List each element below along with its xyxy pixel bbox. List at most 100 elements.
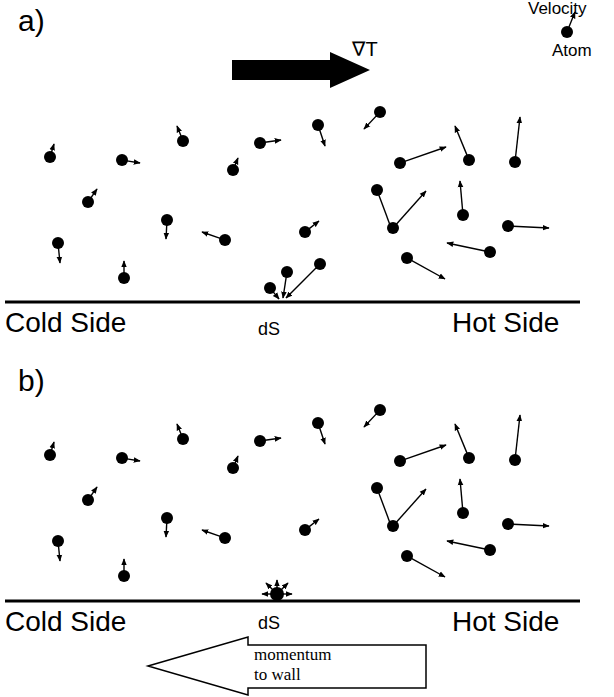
atom	[502, 518, 514, 530]
atom	[401, 252, 413, 264]
atom	[509, 454, 521, 466]
atom	[394, 157, 406, 169]
atom	[299, 524, 311, 536]
velocity-arrow	[265, 140, 281, 142]
area-label: dS	[258, 320, 280, 340]
atom	[312, 119, 324, 131]
atom	[401, 550, 413, 562]
velocity-arrow	[405, 147, 446, 161]
atom	[254, 435, 266, 447]
velocity-arrow	[91, 487, 97, 496]
velocity-arrow	[364, 414, 377, 427]
atom	[387, 520, 399, 532]
velocity-arrow	[123, 261, 124, 273]
atom	[161, 512, 173, 524]
velocity-arrow	[309, 519, 319, 527]
atom	[118, 272, 130, 284]
atom	[44, 449, 56, 461]
momentum-arrow	[148, 637, 426, 695]
atom	[44, 151, 56, 163]
velocity-arrow	[460, 181, 463, 210]
arrow-label: momentum	[254, 646, 331, 665]
atom	[177, 135, 189, 147]
velocity-arrow	[91, 189, 97, 198]
velocity-arrow	[405, 445, 446, 459]
velocity-arrow	[411, 260, 445, 279]
atom	[281, 266, 293, 278]
velocity-arrow	[177, 424, 181, 434]
atom	[394, 455, 406, 467]
velocity-arrow	[58, 546, 60, 561]
velocity-arrow	[165, 523, 167, 537]
atom	[270, 587, 284, 601]
atom	[484, 246, 496, 258]
velocity-arrow	[51, 442, 54, 450]
velocity-arrow	[513, 226, 549, 228]
velocity-arrow	[455, 126, 467, 155]
atom	[371, 482, 383, 494]
velocity-arrow	[283, 277, 286, 298]
velocity-arrow	[460, 479, 463, 508]
atom	[219, 532, 231, 544]
velocity-arrow	[320, 428, 325, 444]
atom	[82, 494, 94, 506]
velocity-arrow	[265, 438, 281, 440]
velocity-arrow	[411, 558, 445, 577]
velocity-arrow	[455, 424, 467, 453]
wall	[5, 600, 580, 603]
side-label: Cold Side	[5, 607, 126, 638]
atom	[264, 282, 276, 294]
atom	[219, 234, 231, 246]
velocity-arrow	[123, 559, 124, 571]
legend-label: Velocity	[528, 0, 587, 19]
atom	[52, 237, 64, 249]
velocity-arrow	[235, 158, 238, 165]
velocity-arrow	[202, 232, 220, 238]
legend-label: Atom	[552, 42, 592, 61]
atom	[463, 452, 475, 464]
side-label: Hot Side	[452, 607, 559, 638]
atom	[116, 452, 128, 464]
velocity-arrow	[513, 524, 549, 526]
velocity-arrow	[516, 117, 520, 157]
velocity-arrow	[516, 415, 520, 455]
velocity-arrow	[396, 191, 426, 224]
atom	[314, 258, 326, 270]
velocity-arrow	[273, 292, 279, 299]
atom	[161, 214, 173, 226]
velocity-arrow	[58, 248, 60, 263]
atom	[374, 106, 386, 118]
velocity-arrow	[177, 126, 181, 136]
velocity-arrow	[165, 225, 167, 239]
atom	[457, 209, 469, 221]
atom	[227, 164, 239, 176]
arrow-label: to wall	[254, 666, 301, 685]
atom	[457, 507, 469, 519]
velocity-arrow	[320, 130, 325, 146]
atom	[509, 156, 521, 168]
velocity-arrow	[447, 541, 485, 549]
atom	[374, 404, 386, 416]
velocity-arrow	[127, 459, 140, 461]
wall	[5, 301, 580, 304]
panel-label: b)	[18, 364, 45, 397]
area-label: dS	[258, 614, 280, 634]
atom	[116, 154, 128, 166]
atom	[254, 137, 266, 149]
velocity-arrow	[447, 243, 485, 251]
atom	[118, 570, 130, 582]
side-label: Hot Side	[452, 308, 559, 339]
atom	[371, 184, 383, 196]
gradient-label: ∇T	[352, 38, 378, 60]
side-label: Cold Side	[5, 308, 126, 339]
atom	[299, 226, 311, 238]
atom	[463, 154, 475, 166]
atom	[312, 417, 324, 429]
atom	[502, 220, 514, 232]
velocity-arrow	[309, 221, 319, 229]
velocity-arrow	[127, 161, 140, 163]
velocity-arrow	[364, 116, 377, 129]
atom	[82, 196, 94, 208]
atom	[52, 535, 64, 547]
